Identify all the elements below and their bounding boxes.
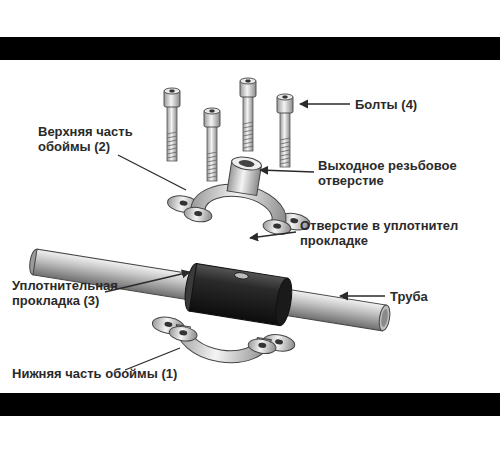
upper-clamp [165,146,318,239]
callout-label: Отверстие в уплотнител прокладке [300,218,480,248]
bolt [240,78,256,151]
frame-band [0,37,500,60]
callout-label: Болты (4) [355,97,465,112]
callout-label: Нижняя часть обоймы (1) [12,366,232,381]
callout-label: Уплотнительная прокладка (3) [12,278,140,308]
leader-line [340,295,385,296]
bolt [204,108,220,181]
leader-line [118,155,186,190]
callout-label: Труба [390,289,480,304]
frame-band [0,393,500,416]
leader-line [260,170,314,172]
gasket [182,263,294,327]
callout-label: Верхняя часть обоймы (2) [38,124,150,154]
bolt [277,94,293,167]
callout-label: Выходное резьбовое отверстие [318,158,468,188]
leader-line [250,232,296,238]
bolt [164,88,180,161]
leader-line [300,103,350,104]
